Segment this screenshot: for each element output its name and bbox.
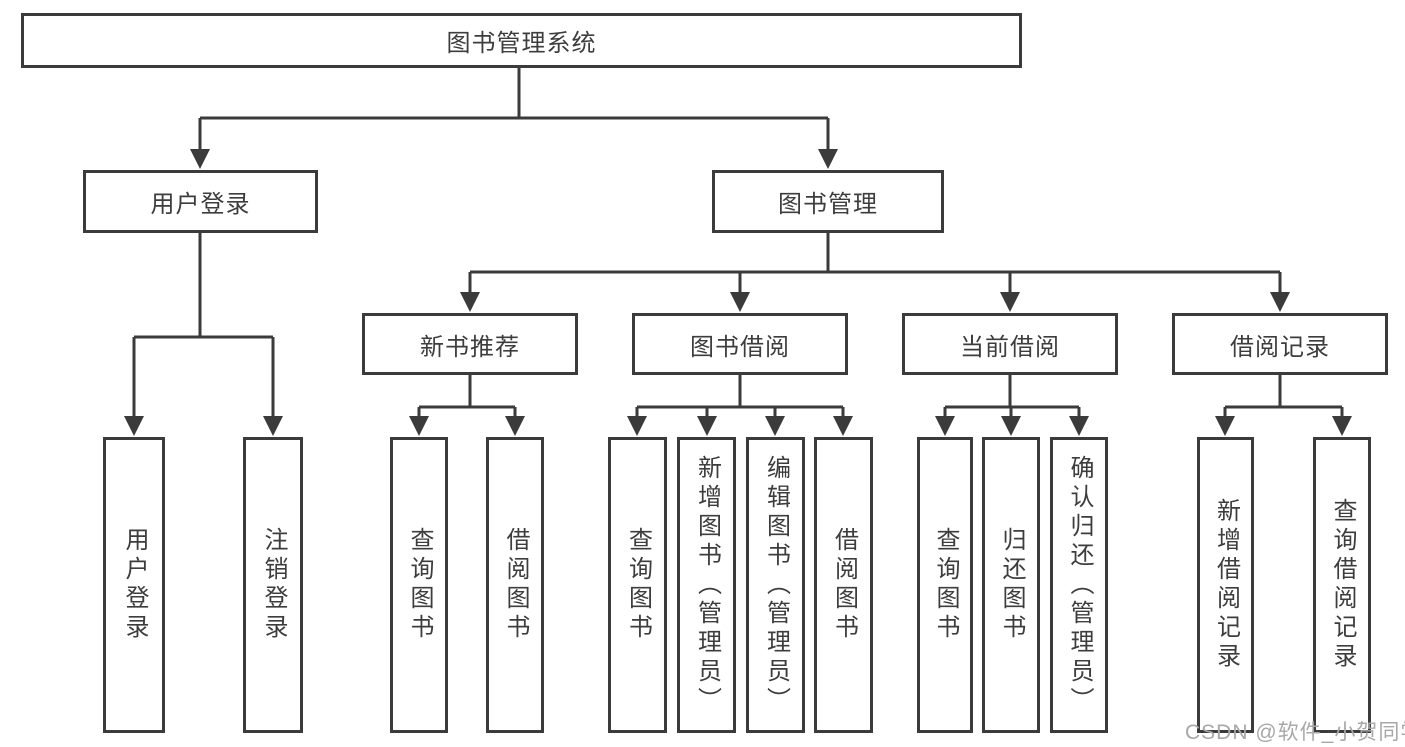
node-leaf-user-login: 用户登录 (103, 437, 165, 733)
node-leaf-logout: 注销登录 (243, 437, 303, 733)
node-book-borrow: 图书借阅 (632, 313, 848, 375)
node-leaf-edit-book-admin: 编辑图书（管理员） (746, 437, 805, 733)
leaf-label: 归还图书 (998, 527, 1025, 643)
node-leaf-borrow-books: 借阅图书 (814, 437, 873, 733)
leaf-label: 注销登录 (260, 527, 287, 643)
node-book-management: 图书管理 (712, 170, 944, 233)
node-new-book-recommend: 新书推荐 (362, 313, 578, 375)
node-leaf-add-book-admin: 新增图书（管理员） (677, 437, 736, 733)
leaf-label: 查询借阅记录 (1329, 498, 1356, 672)
leaf-label: 查询图书 (624, 527, 652, 643)
leaf-label: 查询图书 (406, 527, 433, 643)
leaf-label: 借阅图书 (830, 527, 858, 643)
node-leaf-confirm-return-admin: 确认归还（管理员） (1050, 437, 1108, 733)
leaf-label: 新增借阅记录 (1212, 498, 1240, 672)
node-leaf-borrow-books-recommend: 借阅图书 (486, 437, 544, 733)
watermark: CSDN @软件_小贺同学 (1185, 721, 1405, 744)
leaf-label: 查询图书 (932, 527, 959, 643)
node-leaf-add-borrow-record: 新增借阅记录 (1197, 437, 1254, 733)
node-leaf-query-borrow-record: 查询借阅记录 (1313, 437, 1371, 733)
node-leaf-query-books-borrow: 查询图书 (608, 437, 667, 733)
leaf-label: 编辑图书（管理员） (762, 454, 790, 716)
leaf-label: 新增图书（管理员） (693, 454, 721, 716)
node-library-management-system: 图书管理系统 (21, 13, 1022, 68)
node-leaf-return-books: 归还图书 (982, 437, 1040, 733)
leaf-label: 用户登录 (121, 527, 148, 643)
node-user-login: 用户登录 (83, 170, 318, 233)
node-borrow-records: 借阅记录 (1172, 313, 1388, 375)
leaf-label: 借阅图书 (502, 527, 529, 643)
leaf-label: 确认归还（管理员） (1066, 454, 1093, 716)
node-current-borrow: 当前借阅 (902, 313, 1118, 375)
node-leaf-query-books-current: 查询图书 (917, 437, 973, 733)
node-leaf-query-books-recommend: 查询图书 (390, 437, 448, 733)
